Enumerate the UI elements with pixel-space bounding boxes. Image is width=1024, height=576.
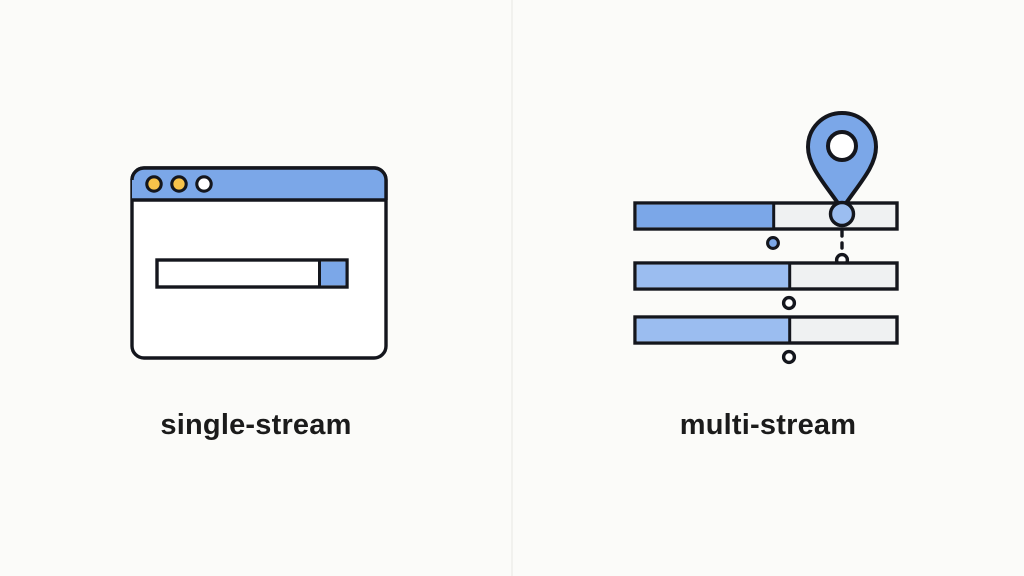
stream-bar-3-marker-dot[interactable] xyxy=(781,349,797,365)
map-pin-anchor-dot xyxy=(828,200,856,228)
panel-divider xyxy=(511,0,513,576)
stream-bar-1-group xyxy=(633,201,899,268)
window-dot-amber-1-icon[interactable] xyxy=(145,175,163,193)
stream-bar-2-fill xyxy=(636,264,790,288)
stream-bar-2-group xyxy=(633,261,899,311)
window-dot-white-icon[interactable] xyxy=(195,175,213,193)
titlebar-outline xyxy=(130,166,388,200)
browser-titlebar xyxy=(132,168,386,200)
map-pin-body xyxy=(806,111,878,211)
single-progress-track[interactable] xyxy=(155,258,349,289)
browser-window-icon xyxy=(130,166,388,360)
single-progress-fill xyxy=(319,261,346,286)
left-panel-single-stream: single-stream xyxy=(130,166,388,441)
stream-bar-3-group xyxy=(633,315,899,365)
stream-bar-1-marker-dot[interactable] xyxy=(766,236,780,250)
stream-bar-3-fill xyxy=(636,318,790,342)
multi-stream-bars-icon xyxy=(633,111,899,365)
left-panel-caption: single-stream xyxy=(160,409,352,441)
window-dot-amber-2-icon[interactable] xyxy=(170,175,188,193)
stream-bar-1-fill xyxy=(636,204,774,228)
right-panel-caption: multi-stream xyxy=(679,409,857,441)
right-panel-multi-stream: multi-stream xyxy=(512,0,1024,576)
stream-bar-2-marker-dot[interactable] xyxy=(781,295,797,311)
